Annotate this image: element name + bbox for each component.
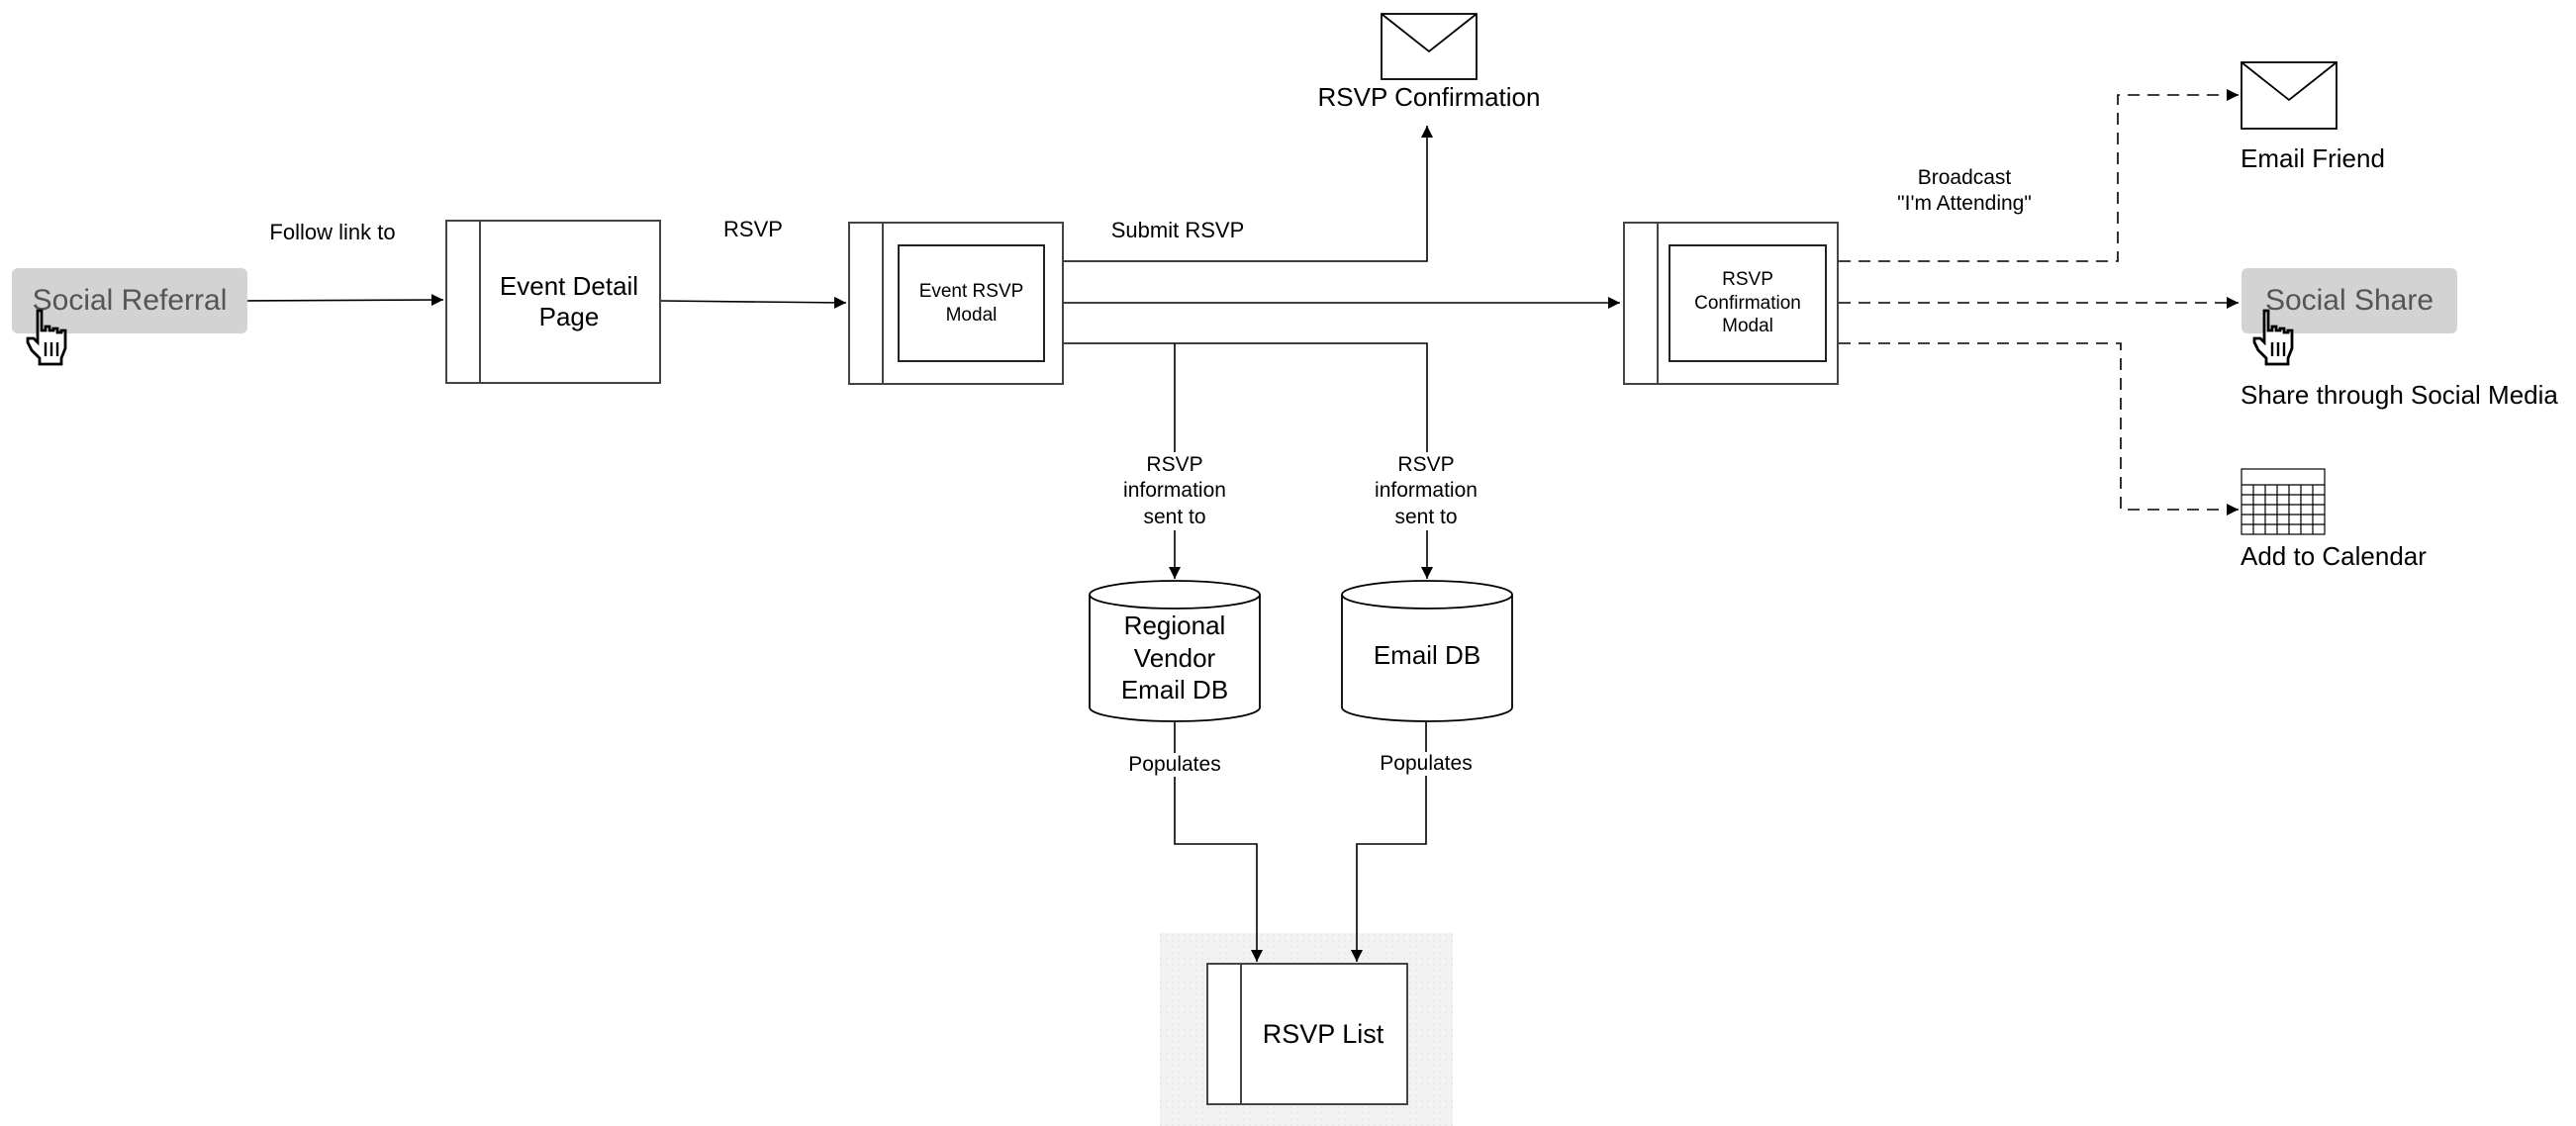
edge-to-add-calendar bbox=[1839, 342, 2239, 516]
edge-regional-db-to-list bbox=[1174, 722, 1263, 962]
edge-label-broadcast: Broadcast "I'm Attending" bbox=[1897, 166, 2032, 216]
event-rsvp-modal-node: Event RSVP Modal bbox=[898, 244, 1045, 362]
event-detail-page-title: Event Detail Page bbox=[499, 270, 639, 331]
social-share-button[interactable]: Social Share bbox=[2242, 268, 2457, 333]
add-to-calendar-label: Add to Calendar bbox=[2241, 541, 2427, 571]
envelope-icon bbox=[1381, 13, 1478, 80]
edge-label-info-sent-2: RSVP information sent to bbox=[1357, 452, 1495, 530]
edge-label-rsvp: RSVP bbox=[723, 217, 783, 241]
hand-pointer-icon bbox=[26, 309, 67, 366]
edge-referral-to-detail bbox=[246, 294, 444, 307]
page-strip bbox=[1208, 965, 1242, 1103]
social-referral-button[interactable]: Social Referral bbox=[12, 268, 247, 333]
email-friend-label: Email Friend bbox=[2241, 143, 2385, 173]
edge-email-db-to-list bbox=[1351, 722, 1427, 962]
page-strip bbox=[850, 224, 884, 383]
social-share-label: Social Share bbox=[2264, 284, 2434, 317]
calendar-grid-icon bbox=[2241, 468, 2326, 535]
edge-label-populates-1: Populates bbox=[1105, 753, 1244, 778]
hand-pointer-icon bbox=[2252, 309, 2294, 366]
edge-label-info-sent-1: RSVP information sent to bbox=[1105, 452, 1244, 530]
edge-detail-to-rsvp-modal bbox=[660, 296, 847, 309]
edge-label-submit-rsvp: Submit RSVP bbox=[1110, 218, 1245, 242]
event-detail-page-node: Event Detail Page bbox=[445, 220, 661, 384]
rsvp-list-title: RSVP List bbox=[1262, 1018, 1384, 1049]
rsvp-list-node: RSVP List bbox=[1206, 963, 1408, 1105]
rsvp-confirmation-modal-node: RSVP Confirmation Modal bbox=[1669, 244, 1827, 362]
edge-label-follow-link: Follow link to bbox=[269, 220, 396, 244]
rsvp-confirmation-email-label: RSVP Confirmation bbox=[1317, 82, 1541, 112]
regional-vendor-db-label: Regional Vendor Email DB bbox=[1120, 610, 1229, 704]
share-social-media-label: Share through Social Media bbox=[2241, 380, 2558, 410]
social-referral-label: Social Referral bbox=[32, 284, 228, 317]
page-strip bbox=[1625, 224, 1659, 383]
email-db-label: Email DB bbox=[1373, 640, 1481, 670]
envelope-icon bbox=[2241, 61, 2337, 130]
edge-label-populates-2: Populates bbox=[1357, 752, 1495, 777]
page-strip bbox=[447, 222, 481, 382]
edge-submit-rsvp-to-email bbox=[1064, 126, 1433, 262]
edge-broadcast-to-email-friend bbox=[1839, 89, 2239, 262]
email-db-cylinder bbox=[1341, 580, 1513, 722]
regional-vendor-db-cylinder bbox=[1089, 580, 1261, 722]
